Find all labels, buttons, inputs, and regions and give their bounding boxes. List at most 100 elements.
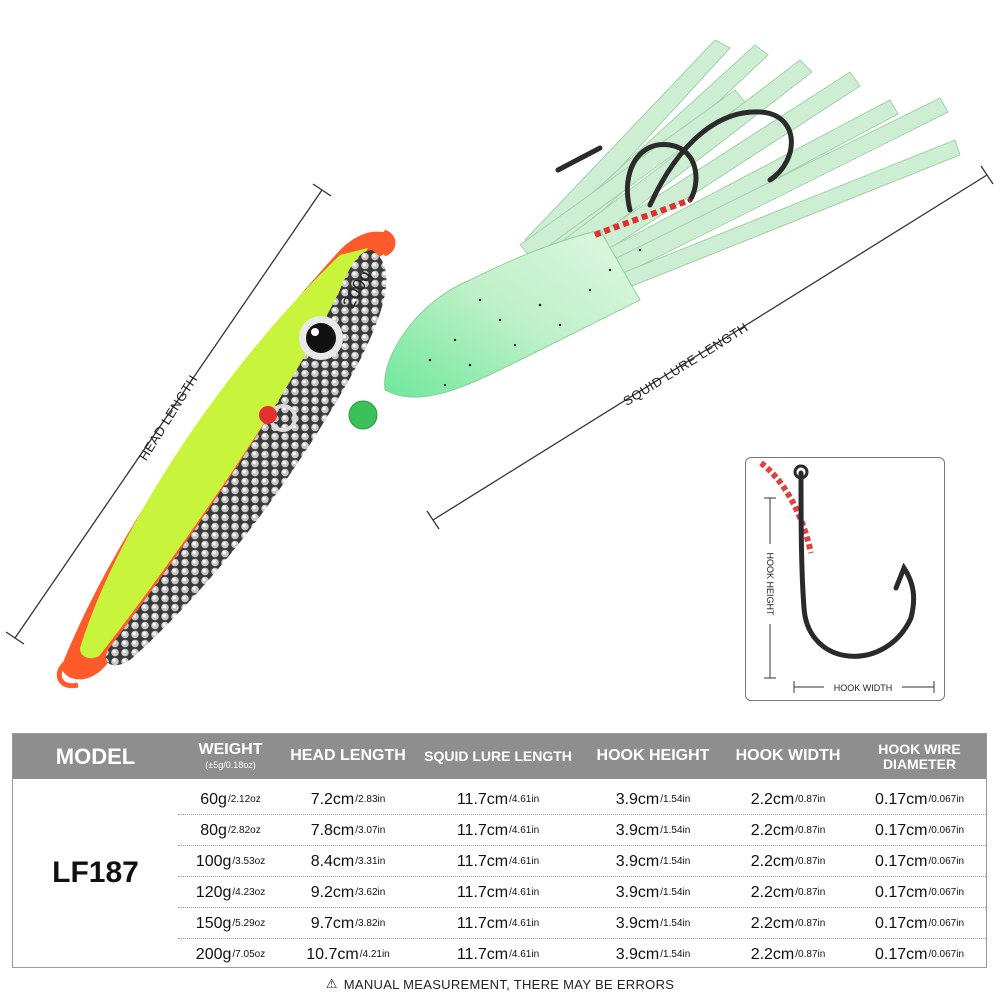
squid-lure-length-cell-value: 11.7cm [456, 790, 509, 808]
table-header: MODEL WEIGHT (±5g/0.18oz) HEAD LENGTH SQ… [13, 734, 986, 779]
hook-width-cell-value: 2.2cm [750, 821, 795, 839]
hook-height-cell-value: 3.9cm [615, 790, 660, 808]
head-length-cell-imperial: /4.21in [359, 949, 390, 960]
hook-width-cell-imperial: /0.87in [795, 887, 826, 898]
hook-height-label: HOOK HEIGHT [765, 552, 775, 616]
hook-height-cell-imperial: /1.54in [660, 856, 691, 867]
squid-lure-length-cell-value: 11.7cm [456, 821, 509, 839]
hook-wire-diameter-cell-value: 0.17cm [874, 852, 928, 870]
hook-width-cell: 2.2cm/0.87in [723, 846, 853, 877]
product-illustration: HEAD LENGTH SQUID LURE LENGTH [5, 39, 994, 689]
weight-cell: 100g/3.53oz [178, 846, 283, 877]
weight-cell-value: 150g [195, 914, 232, 932]
hook-wire-diameter-cell-imperial: /0.067in [928, 856, 965, 867]
header-hook-wire-diameter: HOOK WIRE DIAMETER [878, 740, 961, 772]
warning-icon: ⚠ [325, 976, 338, 991]
hook-width-cell-value: 2.2cm [750, 790, 795, 808]
hook-width-cell-imperial: /0.87in [795, 856, 826, 867]
hook-height-cell: 3.9cm/1.54in [583, 784, 723, 815]
head-length-cell-imperial: /3.31in [355, 856, 386, 867]
squid-lure-length-cell: 11.7cm/4.61in [413, 877, 583, 908]
squid-lure-length-cell-imperial: /4.61in [509, 949, 540, 960]
hook-wire-diameter-cell-value: 0.17cm [874, 883, 928, 901]
hook-height-cell: 3.9cm/1.54in [583, 908, 723, 939]
weight-cell: 60g/2.12oz [178, 784, 283, 815]
hook-wire-diameter-cell: 0.17cm/0.067in [853, 908, 986, 939]
head-length-cell-imperial: /3.82in [355, 918, 386, 929]
squid-lure-length-cell-imperial: /4.61in [509, 918, 540, 929]
assist-hooks [555, 109, 794, 213]
weight-cell: 120g/4.23oz [178, 877, 283, 908]
squid-lure-length-cell-imperial: /4.61in [509, 794, 540, 805]
hook-height-cell: 3.9cm/1.54in [583, 815, 723, 846]
hook-wire-diameter-cell: 0.17cm/0.067in [853, 846, 986, 877]
hook-height-cell-value: 3.9cm [615, 821, 660, 839]
hook-wire-diameter-cell: 0.17cm/0.067in [853, 815, 986, 846]
head-length-cell-value: 9.2cm [310, 883, 355, 901]
weight-cell-imperial: /5.29oz [232, 918, 266, 929]
disclaimer: ⚠ MANUAL MEASUREMENT, THERE MAY BE ERROR… [0, 973, 1000, 995]
hook-height-cell-value: 3.9cm [615, 852, 660, 870]
hook-width-cell-value: 2.2cm [750, 945, 795, 963]
hook-height-cell-imperial: /1.54in [660, 825, 691, 836]
squid-lure-length-cell-imperial: /4.61in [509, 825, 540, 836]
specification-table: MODEL WEIGHT (±5g/0.18oz) HEAD LENGTH SQ… [12, 733, 987, 968]
hook-detail-inset: HOOK WIDTH HOOK HEIGHT [745, 457, 945, 701]
head-length-cell: 10.7cm/4.21in [283, 939, 413, 970]
hook-width-cell-value: 2.2cm [750, 883, 795, 901]
header-model: MODEL [55, 743, 136, 769]
hook-width-cell: 2.2cm/0.87in [723, 815, 853, 846]
head-length-cell: 8.4cm/3.31in [283, 846, 413, 877]
weight-cell: 80g/2.82oz [178, 815, 283, 846]
header-hook-width: HOOK WIDTH [735, 747, 841, 765]
hook-height-cell-imperial: /1.54in [660, 918, 691, 929]
squid-body [384, 229, 641, 398]
weight-cell-value: 60g [200, 790, 227, 808]
hook-line [759, 460, 814, 554]
glow-bead [348, 400, 378, 430]
head-length-cell-value: 7.2cm [310, 790, 355, 808]
hook-wire-diameter-cell-imperial: /0.067in [928, 794, 965, 805]
header-weight: WEIGHT (±5g/0.18oz) [198, 741, 263, 771]
weight-cell: 200g/7.05oz [178, 939, 283, 970]
disclaimer-text: MANUAL MEASUREMENT, THERE MAY BE ERRORS [343, 976, 675, 992]
hook-wire-diameter-cell-imperial: /0.067in [928, 887, 965, 898]
squid-lure-length-label: SQUID LURE LENGTH [620, 320, 750, 409]
squid-lure-length-cell: 11.7cm/4.61in [413, 815, 583, 846]
hook-height-cell-value: 3.9cm [615, 945, 660, 963]
hook-width-cell-imperial: /0.87in [795, 918, 826, 929]
hook-wire-diameter-cell-value: 0.17cm [874, 790, 928, 808]
model-name: LF187 [52, 856, 139, 889]
hook-width-cell-value: 2.2cm [750, 852, 795, 870]
squid-lure-length-cell-value: 11.7cm [456, 914, 509, 932]
hook-width-cell: 2.2cm/0.87in [723, 784, 853, 815]
hook-width-cell-value: 2.2cm [750, 914, 795, 932]
weight-cell: 150g/5.29oz [178, 908, 283, 939]
hook-wire-diameter-cell-imperial: /0.067in [928, 949, 965, 960]
squid-lure-length-cell: 11.7cm/4.61in [413, 908, 583, 939]
squid-lure-length-cell: 11.7cm/4.61in [413, 939, 583, 970]
hook-width-cell: 2.2cm/0.87in [723, 908, 853, 939]
weight-cell-value: 80g [200, 821, 227, 839]
assist-cord [593, 197, 692, 238]
squid-lure-length-cell: 11.7cm/4.61in [413, 846, 583, 877]
header-squid-lure-length: SQUID LURE LENGTH [424, 748, 572, 765]
head-length-cell-value: 9.7cm [310, 914, 355, 932]
head-length-cell-value: 10.7cm [306, 945, 359, 963]
jig-head: 200g [56, 229, 396, 689]
hook-width-cell: 2.2cm/0.87in [723, 939, 853, 970]
head-length-cell: 7.8cm/3.07in [283, 815, 413, 846]
head-length-cell-value: 7.8cm [310, 821, 355, 839]
head-length-cell: 9.2cm/3.62in [283, 877, 413, 908]
head-length-cell: 9.7cm/3.82in [283, 908, 413, 939]
squid-lure-length-cell-value: 11.7cm [456, 945, 509, 963]
hook-height-cell: 3.9cm/1.54in [583, 877, 723, 908]
hook-width-label: HOOK WIDTH [834, 683, 893, 693]
hook-wire-diameter-cell: 0.17cm/0.067in [853, 939, 986, 970]
weight-cell-imperial: /3.53oz [232, 856, 266, 867]
hook-wire-diameter-cell-imperial: /0.067in [928, 918, 965, 929]
hook-wire-diameter-cell-value: 0.17cm [874, 914, 928, 932]
